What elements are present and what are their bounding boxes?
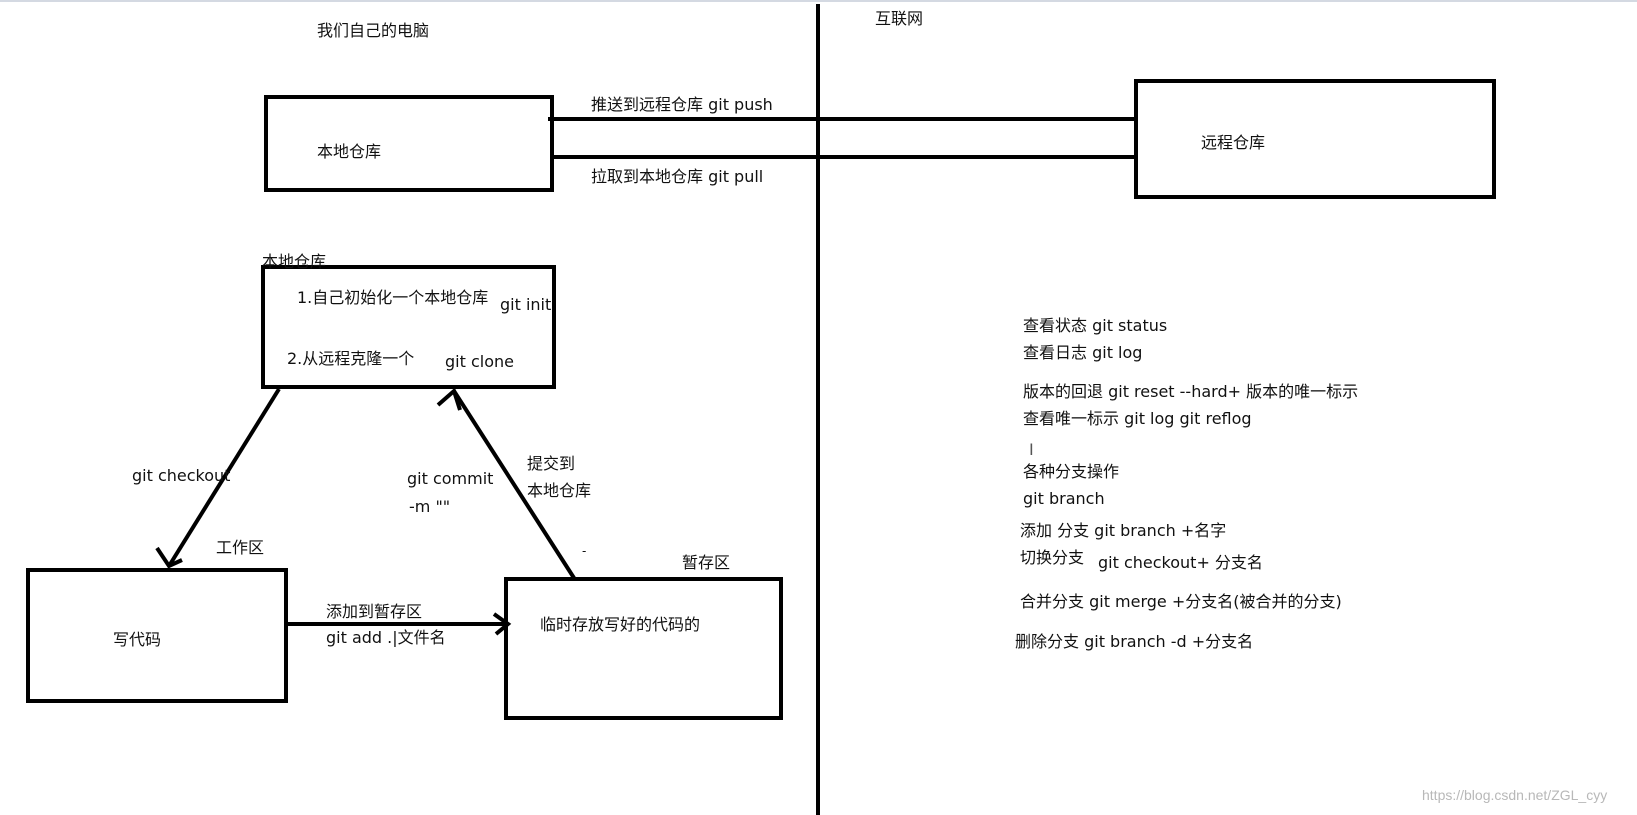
workspace-box-label: 写代码 (113, 630, 162, 649)
init-command: git init (500, 295, 552, 314)
stray-mark: - (582, 544, 587, 558)
stage-title: 暂存区 (682, 553, 731, 572)
workspace-box (26, 568, 288, 703)
add-label-line1: 添加到暂存区 (326, 602, 423, 621)
stage-box-label: 临时存放写好的代码的 (540, 615, 701, 634)
commit-note-line1: 提交到 (527, 454, 576, 473)
pull-label: 拉取到本地仓库 git pull (591, 167, 764, 186)
stage-box (504, 577, 783, 720)
add-label-line2: git add .|文件名 (326, 628, 446, 647)
checkout-arrowhead (155, 546, 183, 569)
command-reflog: 查看唯一标示 git log git reflog (1023, 409, 1252, 428)
clone-label: 2.从远程克隆一个 (287, 349, 415, 368)
command-log: 查看日志 git log (1023, 343, 1143, 362)
commit-note-line2: 本地仓库 (527, 481, 592, 500)
push-label: 推送到远程仓库 git push (591, 95, 773, 114)
top-border-line (0, 0, 1637, 2)
text-cursor-icon: I (1029, 440, 1034, 459)
command-switch: git checkout+ 分支名 (1098, 553, 1263, 572)
workspace-title: 工作区 (216, 538, 265, 557)
commit-command-line2: -m "" (409, 497, 451, 516)
command-merge: 合并分支 git merge +分支名(被合并的分支) (1020, 592, 1342, 611)
command-switch-label: 切换分支 (1020, 548, 1085, 567)
local-repo-label: 本地仓库 (317, 142, 382, 161)
commit-command-line1: git commit (407, 469, 494, 488)
internet-label: 互联网 (875, 9, 924, 28)
local-computer-label: 我们自己的电脑 (317, 21, 430, 40)
watermark: https://blog.csdn.net/ZGL_cyy (1422, 787, 1608, 803)
command-branch-heading: 各种分支操作 (1023, 462, 1120, 481)
commit-arrow (452, 389, 576, 580)
workflow-repo-title: 本地仓库 (262, 252, 327, 271)
init-label: 1.自己初始化一个本地仓库 (297, 288, 489, 307)
add-arrowhead (492, 612, 512, 636)
command-branch: git branch (1023, 489, 1105, 508)
command-delete: 删除分支 git branch -d +分支名 (1015, 632, 1254, 651)
workflow-repo-box (261, 265, 556, 389)
command-reset: 版本的回退 git reset --hard+ 版本的唯一标示 (1023, 382, 1359, 401)
command-status: 查看状态 git status (1023, 316, 1168, 335)
checkout-arrow (167, 387, 281, 568)
commit-arrowhead (436, 387, 462, 411)
command-branch-add: 添加 分支 git branch +名字 (1020, 521, 1227, 540)
checkout-label: git checkout (132, 466, 231, 485)
local-repo-box (264, 95, 554, 192)
remote-repo-box (1134, 79, 1496, 199)
remote-repo-label: 远程仓库 (1201, 133, 1266, 152)
clone-command: git clone (445, 352, 514, 371)
